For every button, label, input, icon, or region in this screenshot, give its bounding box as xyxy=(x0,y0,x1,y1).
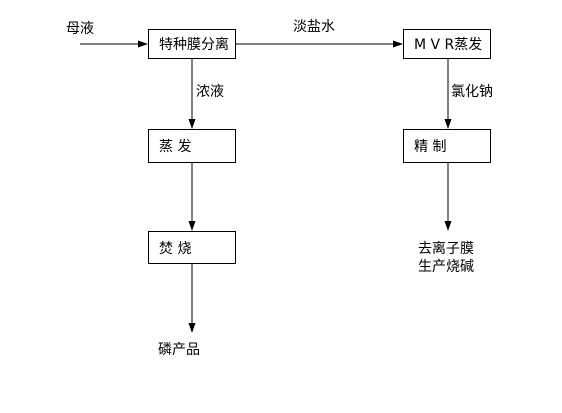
node-evaporation: 蒸 发 xyxy=(148,129,236,163)
label-concentrate: 浓液 xyxy=(196,84,224,100)
node-refining: 精 制 xyxy=(403,129,491,163)
label-output-caustic-line1: 去离子膜 xyxy=(418,241,474,257)
label-output-phosphorus: 磷产品 xyxy=(158,342,200,358)
label-mother-liquor: 母液 xyxy=(66,21,94,37)
node-membrane-separation: 特种膜分离 xyxy=(148,29,236,59)
node-mvr-evaporation: M V R蒸发 xyxy=(403,29,491,59)
label-light-brine: 淡盐水 xyxy=(293,19,335,35)
label-sodium-chloride: 氯化钠 xyxy=(451,84,493,100)
label-output-caustic-line2: 生产烧碱 xyxy=(418,259,474,275)
node-incineration: 焚 烧 xyxy=(148,231,236,264)
